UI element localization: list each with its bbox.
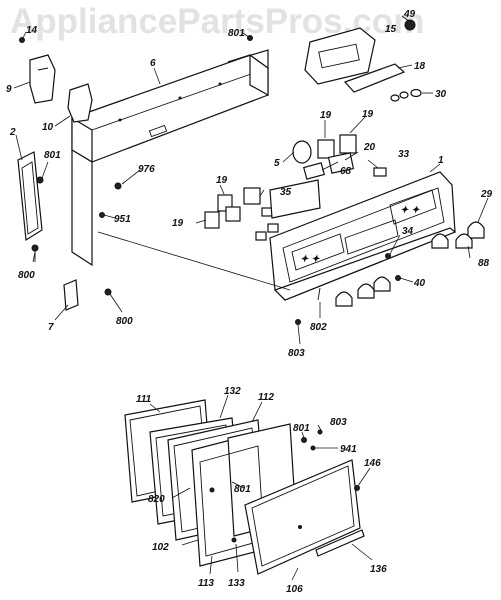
label-34: 34 xyxy=(402,226,414,237)
label-9: 9 xyxy=(6,84,12,95)
side-panel-part-2 xyxy=(17,151,43,242)
label-976: 976 xyxy=(138,164,155,175)
label-19a: 19 xyxy=(320,110,332,121)
label-803a: 803 xyxy=(288,348,305,359)
label-136: 136 xyxy=(370,564,387,575)
label-941: 941 xyxy=(340,444,357,455)
label-801d: 801 xyxy=(234,484,251,495)
label-801b: 801 xyxy=(44,150,61,161)
label-18: 18 xyxy=(414,61,426,72)
label-113: 113 xyxy=(198,578,214,589)
label-15: 15 xyxy=(385,24,397,35)
part-labels: 14 49 801 15 9 6 18 30 10 2 801 976 19 1… xyxy=(6,9,493,595)
label-112: 112 xyxy=(258,392,274,403)
label-801: 801 xyxy=(228,28,245,39)
label-102: 102 xyxy=(152,542,169,553)
lower-leader-lines xyxy=(149,394,373,581)
label-106: 106 xyxy=(286,584,303,595)
label-5: 5 xyxy=(274,158,280,169)
door-handle-part-136 xyxy=(315,529,365,557)
label-951: 951 xyxy=(114,214,131,225)
upper-leader-lines xyxy=(13,15,489,345)
label-35: 35 xyxy=(280,187,292,198)
label-7: 7 xyxy=(48,322,54,333)
label-29: 29 xyxy=(480,189,493,200)
label-19b: 19 xyxy=(362,109,374,120)
label-33: 33 xyxy=(398,149,410,160)
svg-text:✦ ✦: ✦ ✦ xyxy=(300,254,320,265)
label-88: 88 xyxy=(478,258,490,269)
bracket-part-10 xyxy=(67,83,93,123)
label-146: 146 xyxy=(364,458,381,469)
label-800b: 800 xyxy=(116,316,133,327)
label-10: 10 xyxy=(42,122,54,133)
label-19d: 19 xyxy=(172,218,184,229)
bracket-part-7 xyxy=(63,279,79,311)
control-knobs xyxy=(335,221,485,307)
switches-upper xyxy=(292,134,387,180)
label-40: 40 xyxy=(413,278,426,289)
label-820: 820 xyxy=(148,494,165,505)
svg-text:✦ ✦: ✦ ✦ xyxy=(400,205,420,216)
control-panel-part-1: ✦ ✦ ✦ ✦ xyxy=(269,171,457,301)
backguard-frame-part-6 xyxy=(71,49,269,267)
label-802: 802 xyxy=(310,322,327,333)
label-800a: 800 xyxy=(18,270,35,281)
label-19c: 19 xyxy=(216,175,228,186)
screws-802-803 xyxy=(295,287,321,325)
label-14: 14 xyxy=(26,25,38,36)
label-49: 49 xyxy=(403,9,416,20)
bracket-part-9 xyxy=(29,54,56,104)
label-111: 111 xyxy=(136,394,152,405)
clock-panel-part-18 xyxy=(343,63,406,93)
clock-module-part-15 xyxy=(304,19,416,85)
label-133: 133 xyxy=(228,578,245,589)
label-2: 2 xyxy=(9,127,16,138)
label-803b: 803 xyxy=(330,417,347,428)
knobs-part-30 xyxy=(390,88,422,102)
label-1: 1 xyxy=(438,155,444,166)
label-68: 68 xyxy=(340,166,352,177)
label-30: 30 xyxy=(435,89,447,100)
label-132: 132 xyxy=(224,386,241,397)
label-20: 20 xyxy=(363,142,376,153)
label-6: 6 xyxy=(150,58,156,69)
label-801c: 801 xyxy=(293,423,310,434)
outer-door-part-106 xyxy=(244,459,361,575)
switches-lower xyxy=(204,179,321,241)
